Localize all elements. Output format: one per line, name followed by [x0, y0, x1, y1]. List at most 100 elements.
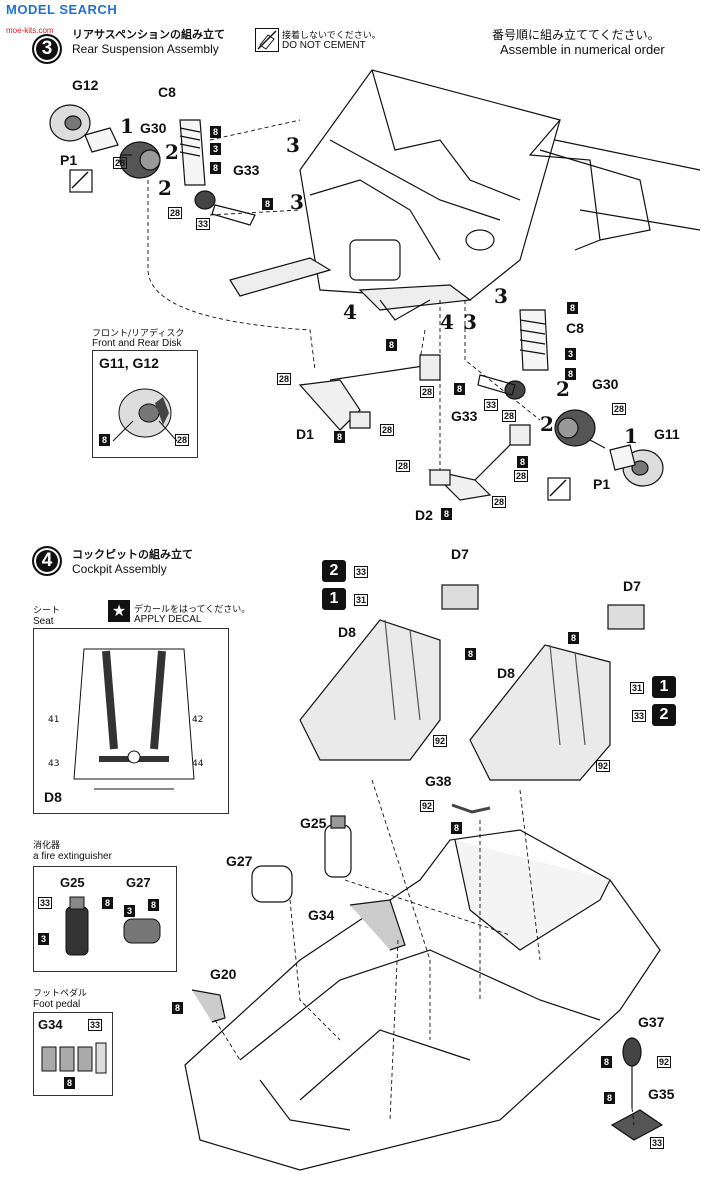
part-g25: G25 [300, 815, 327, 831]
paint-8: 8 [604, 1092, 616, 1104]
step3-title-en: Rear Suspension Assembly [72, 42, 219, 56]
seat-panel-part-d8: D8 [44, 789, 62, 805]
paint-33: 33 [196, 218, 211, 230]
paint-33: 33 [632, 710, 647, 722]
disk-inset-title-en: Front and Rear Disk [92, 338, 182, 349]
part-p1-right: P1 [593, 476, 611, 492]
no-cement-icon [255, 28, 279, 52]
seq-2-left-b: 2 [158, 176, 172, 200]
part-d7-right: D7 [623, 578, 641, 594]
paint-8: 8 [517, 456, 529, 468]
paint-8: 8 [210, 126, 222, 138]
part-g34: G34 [308, 907, 335, 923]
seq-2-left-a: 2 [165, 140, 179, 164]
paint-8: 8 [465, 648, 477, 660]
part-g20: G20 [210, 966, 237, 982]
watermark-url: moe-kits.com [6, 26, 54, 35]
ext-g27: G27 [126, 875, 151, 890]
disk-inset-parts: G11, G12 [99, 355, 159, 371]
order-jp: 番号順に組み立ててください。 [492, 28, 660, 42]
seq-2-right: 2 [652, 704, 676, 726]
ext-panel: G25 G27 33 8 3 3 8 [33, 866, 177, 972]
paint-28: 28 [277, 373, 292, 385]
disk-inset-title-jp: フロント/リアディスク [92, 329, 185, 339]
decal-note-jp: デカールをはってください。 [134, 605, 251, 615]
paint-33: 33 [650, 1137, 665, 1149]
paint-28: 28 [175, 434, 190, 446]
paint-8: 8 [451, 822, 463, 834]
part-g38: G38 [425, 773, 452, 789]
part-d8-right: D8 [497, 665, 515, 681]
part-g33: G33 [233, 162, 260, 178]
seat-panel-title-jp: シート [33, 606, 61, 616]
pedal-panel: G34 33 8 [33, 1012, 113, 1096]
paint-33: 33 [38, 897, 53, 909]
seq-3-top: 3 [286, 133, 300, 157]
seq-3-right: 3 [494, 284, 508, 308]
seat-panel-title-en: Seat [33, 616, 54, 627]
paint-3: 3 [124, 905, 136, 917]
seq-2-right-b: 2 [540, 412, 554, 436]
part-g12: G12 [72, 77, 99, 93]
decal-44: 44 [192, 759, 204, 769]
step3-title-jp: リアサスペンションの組み立て [72, 28, 226, 41]
paint-8: 8 [102, 897, 114, 909]
paint-28: 28 [380, 424, 395, 436]
part-g30-right: G30 [592, 376, 619, 392]
paint-92: 92 [420, 800, 435, 812]
step4-title-jp: コックピットの組み立て [72, 548, 193, 561]
seq-1-left: 1 [120, 114, 134, 138]
part-c8-right: C8 [566, 320, 584, 336]
paint-31: 31 [354, 594, 369, 606]
paint-8: 8 [386, 339, 398, 351]
paint-8: 8 [64, 1077, 76, 1089]
decal-41: 41 [48, 715, 60, 725]
part-p1: P1 [60, 152, 78, 168]
seq-2-right-a: 2 [556, 377, 570, 401]
paint-28: 28 [514, 470, 529, 482]
seq-3-right-b: 3 [463, 310, 477, 334]
paint-3: 3 [38, 933, 50, 945]
ext-panel-title-en: a fire extinguisher [33, 851, 112, 862]
part-g11: G11 [654, 426, 680, 442]
part-c8: C8 [158, 84, 176, 100]
pedal-panel-title-jp: フットペダル [33, 989, 88, 999]
paint-8: 8 [262, 198, 274, 210]
paint-3: 3 [210, 143, 222, 155]
paint-33: 33 [88, 1019, 103, 1031]
seq-1-right: 1 [624, 424, 638, 448]
paint-8: 8 [210, 162, 222, 174]
pedal-g34: G34 [38, 1017, 63, 1032]
seq-3-mid: 3 [290, 190, 304, 214]
paint-28: 28 [420, 386, 435, 398]
ext-g25: G25 [60, 875, 85, 890]
disk-inset-panel: G11, G12 8 28 [92, 350, 198, 458]
part-g27: G27 [226, 853, 253, 869]
paint-33: 33 [354, 566, 369, 578]
seq-1-right: 1 [652, 676, 676, 698]
paint-3: 3 [565, 348, 577, 360]
paint-8: 8 [565, 368, 577, 380]
no-cement-jp: 接着しないでください。 [282, 31, 381, 41]
part-d7-left: D7 [451, 546, 469, 562]
paint-92: 92 [433, 735, 448, 747]
paint-28: 28 [612, 403, 627, 415]
paint-8: 8 [441, 508, 453, 520]
part-d2: D2 [415, 507, 433, 523]
seat-panel: 41 42 43 44 D8 [33, 628, 229, 814]
paint-31: 31 [630, 682, 645, 694]
paint-8: 8 [172, 1002, 184, 1014]
paint-8: 8 [148, 899, 160, 911]
paint-8: 8 [454, 383, 466, 395]
paint-28: 28 [113, 157, 128, 169]
part-g33-right: G33 [451, 408, 478, 424]
paint-92: 92 [596, 760, 611, 772]
no-cement-en: DO NOT CEMENT [282, 40, 366, 51]
decal-43: 43 [48, 759, 60, 769]
paint-28: 28 [396, 460, 411, 472]
order-en: Assemble in numerical order [500, 42, 665, 57]
step4-number: 4 [32, 546, 62, 576]
part-d1: D1 [296, 426, 314, 442]
